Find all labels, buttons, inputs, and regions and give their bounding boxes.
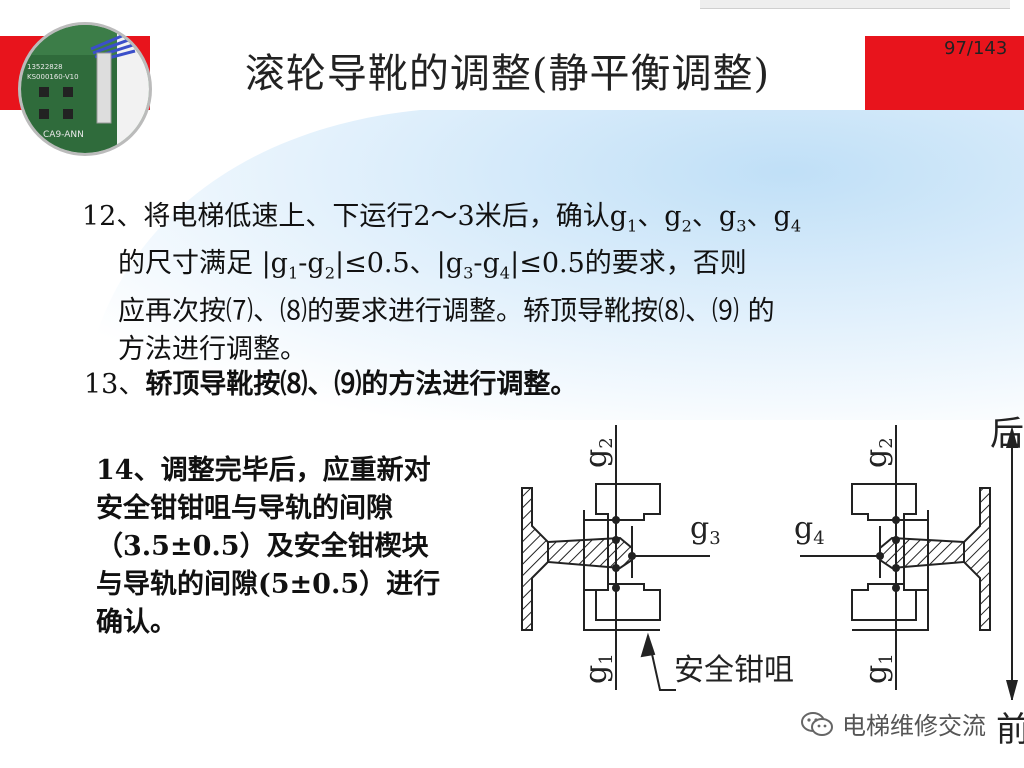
step-14-paragraph: 14、调整完毕后，应重新对 安全钳钳咀与导轨的间隙 （3.5±0.5）及安全钳楔…	[96, 452, 536, 642]
board-label: CA9-ANN	[43, 130, 84, 140]
step-14-line-4: 与导轨的间隙(5±0.5）进行	[96, 569, 441, 600]
step-13-text: 轿顶导靴按⑻、⑼的方法进行调整。	[145, 369, 578, 400]
safety-gear-leader	[647, 635, 676, 691]
left-guide-rail	[521, 487, 633, 631]
step-12-line-3: 应再次按⑺、⑻的要求进行调整。轿顶导靴按⑻、⑼ 的	[118, 295, 775, 327]
label-g2-left: g2	[579, 437, 617, 468]
board-model: KS000160-V10	[27, 73, 79, 81]
label-g4: g4	[794, 511, 825, 549]
step-14-line-2: 安全钳钳咀与导轨的间隙	[96, 493, 393, 524]
direction-back-label: 后	[990, 414, 1024, 454]
watermark: 电梯维修交流	[800, 706, 986, 741]
left-safety-gear-body	[583, 483, 661, 631]
top-window-strip	[700, 0, 1010, 9]
step-14-line-5: 确认。	[96, 607, 177, 638]
step-12-paragraph: 12、将电梯低速上、下运行2～3米后，确认g1、g2、g3、g4 的尺寸满足 |…	[82, 198, 982, 369]
watermark-text: 电梯维修交流	[842, 712, 986, 740]
step-13-number: 13、	[84, 369, 146, 400]
wechat-icon	[801, 711, 833, 736]
label-g1-right: g1	[859, 653, 897, 684]
board-code: 13522828	[27, 63, 63, 71]
step-14-line-3: （3.5±0.5）及安全钳楔块	[96, 531, 429, 562]
guide-shoe-clearance-diagram: g2 g1 g3 g2 g1 g4 安全钳咀	[521, 425, 1018, 700]
direction-front-label: 前	[996, 710, 1024, 750]
safety-gear-label: 安全钳咀	[674, 653, 794, 688]
slide-title: 滚轮导靴的调整(静平衡调整)	[244, 51, 771, 97]
right-safety-gear-body	[851, 483, 929, 631]
arrow-down-icon	[1006, 680, 1018, 700]
circuit-board-logo: 13522828 KS000160-V10 CA9-ANN	[18, 22, 152, 156]
step-12-line-1: 12、将电梯低速上、下运行2～3米后，确认g1、g2、g3、g4	[82, 201, 802, 236]
step-13-paragraph: 13、轿顶导靴按⑻、⑼的方法进行调整。	[84, 366, 577, 404]
label-g2-right: g2	[859, 437, 897, 468]
arrow-up-icon	[1006, 426, 1018, 448]
label-g1-left: g1	[579, 653, 617, 684]
page-number: 97/143	[944, 38, 1008, 59]
title-band-inner	[150, 36, 865, 110]
label-g3: g3	[690, 511, 721, 549]
step-14-line-1: 14、调整完毕后，应重新对	[96, 455, 431, 486]
step-12-line-4: 方法进行调整。	[118, 333, 307, 365]
right-guide-rail	[879, 487, 991, 631]
step-12-line-2: 的尺寸满足 |g1-g2|≤0.5、|g3-g4|≤0.5的要求，否则	[118, 248, 747, 283]
